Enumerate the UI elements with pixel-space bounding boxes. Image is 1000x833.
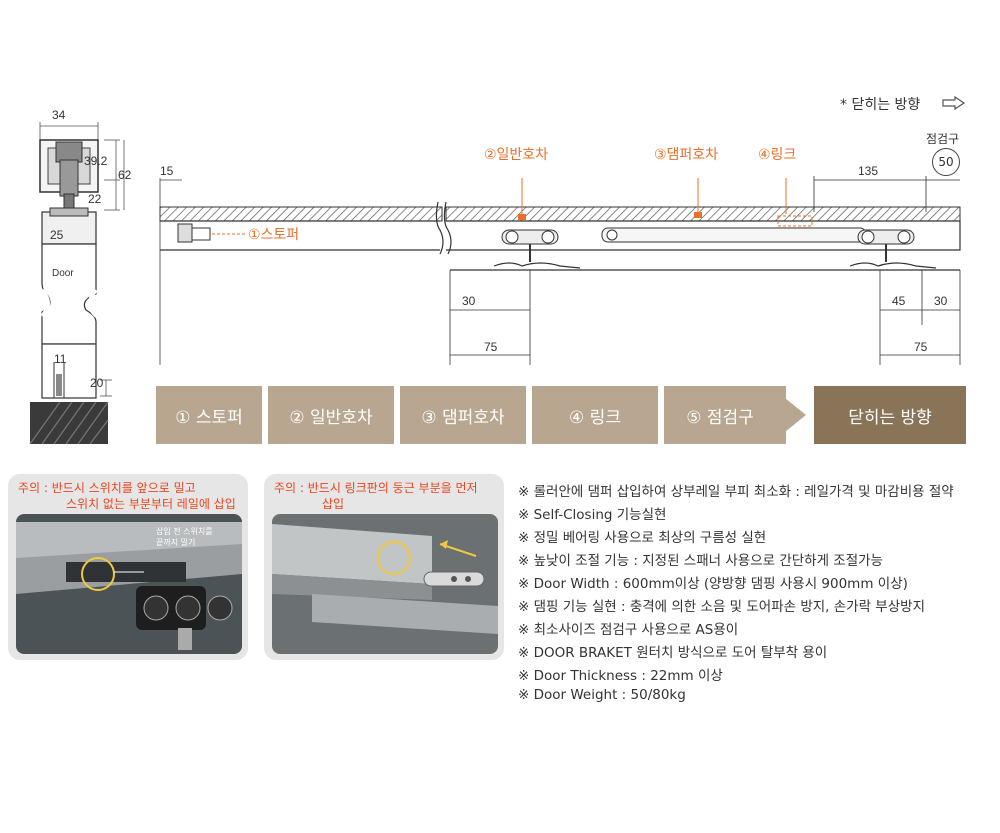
note-switch-line2: 스위치 없는 부분부터 레일에 삽입	[66, 497, 236, 511]
spec-item: ※ 롤러안에 댐퍼 삽입하여 상부레일 부피 최소화 : 레일가격 및 마감비용…	[518, 484, 954, 500]
spec-item: ※ Door Width : 600mm이상 (양방향 댐핑 사용시 900mm…	[518, 576, 908, 592]
callout-stopper: ①스토퍼	[248, 227, 300, 243]
switch-photo-caption: 삽입 전 스위치를 끝까지 밀기	[156, 526, 213, 548]
dim-20: 20	[90, 376, 104, 390]
dim-30-left: 30	[462, 294, 476, 308]
dim-135: 135	[858, 164, 879, 178]
link-photo	[272, 514, 498, 654]
step-damper: ③ 댐퍼호차	[400, 386, 526, 444]
step-closing-direction: 닫히는 방향	[814, 386, 966, 444]
dim-22: 22	[88, 192, 102, 206]
front-rail-diagram	[159, 176, 961, 365]
spec-item: ※ 최소사이즈 점검구 사용으로 AS용이	[518, 622, 739, 638]
step-arrow-icon	[770, 386, 806, 444]
callout-link: ④링크	[758, 147, 797, 163]
side-section-diagram	[29, 122, 125, 444]
spec-item: ※ DOOR BRAKET 원터치 방식으로 도어 탈부착 용이	[518, 645, 828, 661]
dim-62: 62	[118, 168, 132, 182]
arrow-right-icon	[942, 96, 966, 110]
dim-75-left: 75	[484, 340, 498, 354]
inspection-label: 점검구	[926, 132, 960, 146]
spec-item: ※ Door Weight : 50/80kg	[518, 687, 686, 703]
dim-75-right: 75	[914, 340, 928, 354]
note-link-text: 주의 : 반드시 링크판의 둥근 부분을 먼저 삽입	[274, 480, 478, 512]
switch-caption-line2: 끝까지 밀기	[156, 538, 196, 547]
door-label: Door	[52, 268, 74, 279]
step-link: ④ 링크	[532, 386, 658, 444]
switch-photo	[16, 514, 242, 654]
dim-15: 15	[160, 164, 174, 178]
note-card-link: 주의 : 반드시 링크판의 둥근 부분을 먼저 삽입	[264, 474, 504, 660]
step-inspection-label: ⑤ 점검구	[686, 407, 754, 428]
spec-item: ※ 댐핑 기능 실현 : 충격에 의한 소음 및 도어파손 방지, 손가락 부상…	[518, 599, 925, 615]
note-link-line2: 삽입	[322, 497, 345, 511]
dim-30-right: 30	[934, 294, 948, 308]
step-stopper: ① 스토퍼	[156, 386, 262, 444]
dim-11: 11	[54, 352, 67, 366]
note-card-switch: 주의 : 반드시 스위치를 앞으로 밀고 스위치 없는 부분부터 레일에 삽입 …	[8, 474, 248, 660]
callout-trolley: ②일반호차	[484, 147, 549, 163]
dim-25: 25	[50, 228, 64, 242]
spec-item: ※ Door Thickness : 22mm 이상	[518, 668, 723, 684]
closing-direction-label: * 닫히는 방향	[840, 97, 921, 113]
note-link-line1: 주의 : 반드시 링크판의 둥근 부분을 먼저	[274, 481, 478, 495]
note-switch-line1: 주의 : 반드시 스위치를 앞으로 밀고	[18, 481, 196, 495]
step-inspection: ⑤ 점검구	[664, 386, 786, 444]
dim-34: 34	[52, 108, 66, 122]
spec-item: ※ 정밀 베어링 사용으로 최상의 구름성 실현	[518, 530, 767, 546]
switch-caption-line1: 삽입 전 스위치를	[156, 527, 213, 536]
inspection-badge: 50	[932, 148, 960, 176]
note-switch-text: 주의 : 반드시 스위치를 앞으로 밀고 스위치 없는 부분부터 레일에 삽입	[18, 480, 236, 512]
step-trolley: ② 일반호차	[268, 386, 394, 444]
spec-item: ※ Self-Closing 기능실현	[518, 507, 667, 523]
callout-damper: ③댐퍼호차	[654, 147, 719, 163]
spec-item: ※ 높낮이 조절 기능 : 지정된 스패너 사용으로 간단하게 조절가능	[518, 553, 883, 569]
dim-39-2: 39.2	[84, 154, 108, 168]
dim-45: 45	[892, 294, 906, 308]
